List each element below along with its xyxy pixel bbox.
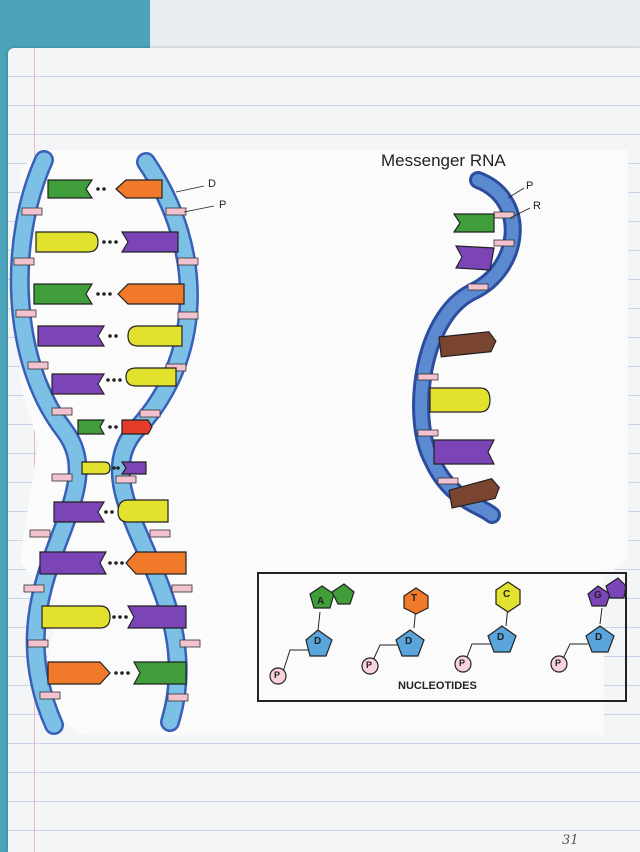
phosphate-3-shape	[454, 655, 472, 673]
mrna-label-r: R	[533, 200, 541, 212]
sugar-4-label: D	[595, 632, 603, 643]
sugar-2-label: D	[405, 636, 413, 647]
sugar-4-shape	[585, 625, 615, 653]
mrna-label-p: P	[526, 180, 534, 192]
base-c-shape	[495, 581, 521, 613]
page-number: 31	[562, 833, 579, 848]
phosphate-2-shape	[361, 657, 379, 675]
nucleotides-caption: NUCLEOTIDES	[398, 680, 477, 692]
base-t-shape	[403, 587, 429, 615]
sugar-3-shape	[487, 625, 517, 653]
sugar-1-shape	[305, 629, 333, 657]
nucleotides-box	[257, 572, 627, 702]
nucleotide-structures	[269, 577, 627, 685]
base-a-label: A	[317, 596, 325, 607]
base-t-label: T	[411, 593, 418, 604]
base-c-label: C	[503, 589, 511, 600]
dna-label-p: P	[219, 199, 227, 211]
phosphate-2-label: P	[366, 660, 373, 670]
dna-helix	[9, 150, 215, 735]
mrna-title: Messenger RNA	[381, 151, 506, 170]
phosphate-1-label: P	[274, 670, 281, 680]
dna-label-d: D	[208, 178, 216, 190]
sugar-2-shape	[395, 629, 425, 657]
sugar-3-label: D	[497, 632, 505, 643]
phosphate-1-shape	[269, 667, 287, 685]
mrna-strand	[412, 171, 531, 524]
phosphate-3-label: P	[459, 658, 466, 668]
base-a-shape	[309, 585, 335, 609]
phosphate-4-shape	[550, 655, 568, 673]
base-g-label: G	[594, 590, 602, 601]
phosphate-4-label: P	[555, 658, 562, 668]
base-g-shape	[587, 585, 611, 607]
sugar-1-label: D	[314, 636, 322, 647]
